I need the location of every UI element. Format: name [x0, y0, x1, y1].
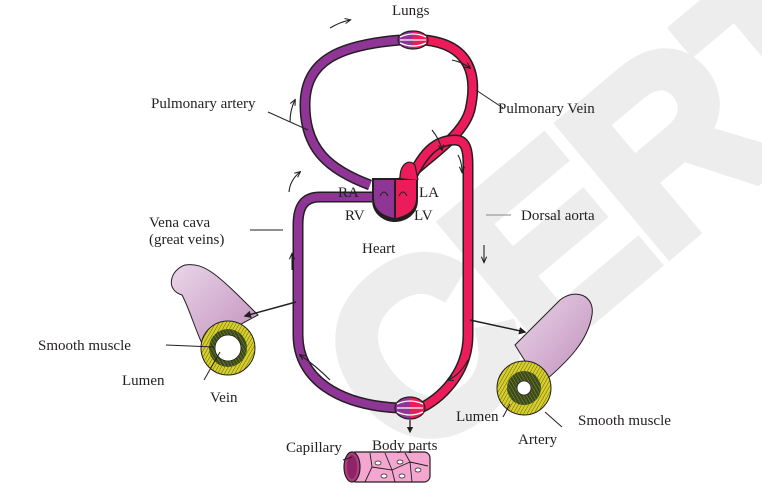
label-vena-cava: Vena cava	[149, 215, 211, 231]
heart	[372, 161, 419, 222]
capillary-illustration	[343, 451, 431, 483]
label-smooth-muscle-vein: Smooth muscle	[38, 338, 131, 354]
pulmonary-artery-vessel	[299, 34, 401, 191]
label-artery: Artery	[518, 432, 558, 448]
label-heart: Heart	[362, 241, 396, 257]
label-la: LA	[419, 185, 439, 201]
dorsal-aorta-vessel	[400, 134, 474, 414]
label-pulmonary-artery: Pulmonary artery	[151, 96, 256, 112]
body-capillary-bed	[394, 396, 426, 420]
leader-lines	[165, 89, 563, 461]
label-vein: Vein	[210, 390, 238, 406]
label-body-parts: Body parts	[372, 438, 438, 454]
label-smooth-muscle-artery: Smooth muscle	[578, 413, 671, 429]
watermark: CERT ublish	[267, 0, 762, 495]
label-lumen-vein: Lumen	[122, 373, 165, 389]
watermark-text: CERT ublish	[278, 0, 762, 495]
label-dorsal-aorta: Dorsal aorta	[521, 208, 595, 224]
artery-illustration	[496, 293, 593, 416]
aorta-to-artery-arrow	[469, 319, 527, 335]
vein-illustration	[171, 264, 259, 376]
vena-cava-vessel	[292, 191, 399, 414]
flow-arrows	[288, 20, 484, 380]
vena-cava-to-vein-arrow	[243, 301, 297, 319]
label-ra: RA	[338, 185, 359, 201]
label-lumen-artery: Lumen	[456, 409, 499, 425]
label-capillary: Capillary	[286, 440, 342, 456]
lung-capillary-bed	[397, 30, 429, 50]
label-pulmonary-vein: Pulmonary Vein	[498, 101, 595, 117]
label-great-veins: (great veins)	[149, 232, 224, 248]
label-lungs: Lungs	[392, 3, 430, 19]
label-lv: LV	[414, 208, 433, 224]
label-rv: RV	[345, 208, 365, 224]
